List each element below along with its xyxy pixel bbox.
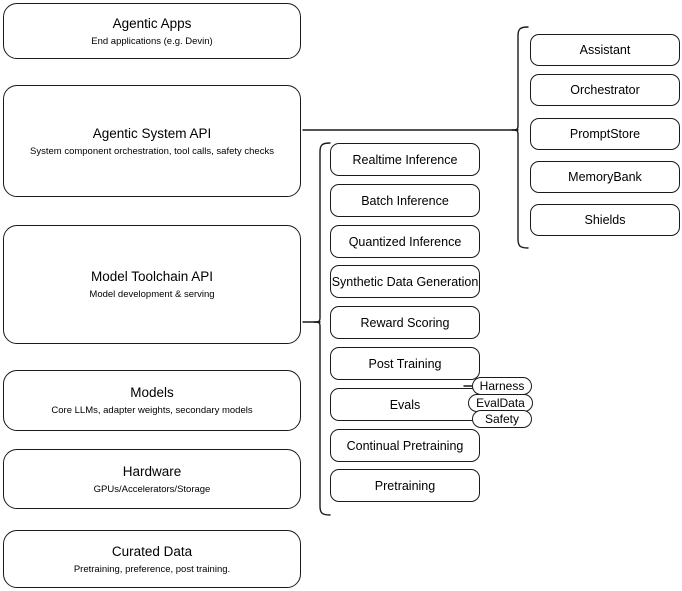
system-item-orchestrator[interactable]: Orchestrator	[530, 74, 680, 106]
layer-models[interactable]: Models Core LLMs, adapter weights, secon…	[3, 370, 301, 431]
toolchain-item-evals[interactable]: Evals	[330, 388, 480, 421]
toolchain-item-label: Continual Pretraining	[346, 438, 464, 453]
layer-subtitle: Pretraining, preference, post training.	[73, 563, 231, 575]
toolchain-item-pretraining[interactable]: Pretraining	[330, 469, 480, 502]
layer-hardware[interactable]: Hardware GPUs/Accelerators/Storage	[3, 449, 301, 509]
eval-tag-safety[interactable]: Safety	[472, 410, 532, 428]
layer-title: Agentic Apps	[112, 15, 192, 31]
eval-tag-harness[interactable]: Harness	[472, 377, 532, 395]
system-item-assistant[interactable]: Assistant	[530, 34, 680, 66]
layer-title: Models	[130, 385, 174, 400]
toolchain-item-label: Quantized Inference	[348, 234, 462, 249]
system-item-label: Shields	[584, 213, 626, 227]
eval-tag-label: Safety	[484, 412, 520, 426]
toolchain-item-label: Synthetic Data Generation	[331, 274, 479, 289]
system-item-label: Orchestrator	[570, 83, 640, 97]
toolchain-item-realtime-inference[interactable]: Realtime Inference	[330, 143, 480, 176]
layer-agentic-apps[interactable]: Agentic Apps End applications (e.g. Devi…	[3, 3, 301, 59]
system-item-memorybank[interactable]: MemoryBank	[530, 161, 680, 193]
eval-tag-label: EvalData	[476, 396, 525, 410]
toolchain-item-label: Reward Scoring	[360, 315, 450, 330]
eval-tag-evaldata[interactable]: EvalData	[468, 394, 533, 412]
system-item-promptstore[interactable]: PromptStore	[530, 118, 680, 150]
toolchain-item-quantized-inference[interactable]: Quantized Inference	[330, 225, 480, 258]
system-item-label: MemoryBank	[568, 170, 642, 184]
layer-subtitle: End applications (e.g. Devin)	[91, 35, 213, 47]
system-item-shields[interactable]: Shields	[530, 204, 680, 236]
brace-middle	[313, 142, 331, 516]
toolchain-item-post-training[interactable]: Post Training	[330, 347, 480, 380]
layer-subtitle: Model development & serving	[89, 289, 215, 300]
layer-subtitle: GPUs/Accelerators/Storage	[93, 483, 211, 495]
layer-title: Model Toolchain API	[90, 269, 214, 284]
toolchain-item-label: Batch Inference	[361, 193, 449, 208]
toolchain-item-reward-scoring[interactable]: Reward Scoring	[330, 306, 480, 339]
toolchain-item-label: Realtime Inference	[352, 152, 458, 167]
layer-model-toolchain-api[interactable]: Model Toolchain API Model development & …	[3, 225, 301, 344]
toolchain-item-label: Post Training	[368, 356, 442, 371]
system-item-label: Assistant	[579, 43, 631, 57]
layer-agentic-system-api[interactable]: Agentic System API System component orch…	[3, 85, 301, 197]
layer-title: Curated Data	[111, 543, 193, 559]
toolchain-item-batch-inference[interactable]: Batch Inference	[330, 184, 480, 217]
system-item-label: PromptStore	[569, 127, 641, 141]
layer-title: Agentic System API	[92, 125, 212, 141]
toolchain-item-label: Evals	[389, 397, 421, 412]
eval-tag-label: Harness	[479, 379, 525, 393]
toolchain-item-label: Pretraining	[374, 478, 436, 493]
layer-subtitle: System component orchestration, tool cal…	[30, 145, 274, 157]
layer-subtitle: Core LLMs, adapter weights, secondary mo…	[51, 405, 253, 416]
layer-title: Hardware	[122, 463, 182, 479]
toolchain-item-continual-pretraining[interactable]: Continual Pretraining	[330, 429, 480, 462]
layer-curated-data[interactable]: Curated Data Pretraining, preference, po…	[3, 530, 301, 588]
toolchain-item-synthetic-data-generation[interactable]: Synthetic Data Generation	[330, 265, 480, 298]
brace-right	[511, 26, 529, 249]
